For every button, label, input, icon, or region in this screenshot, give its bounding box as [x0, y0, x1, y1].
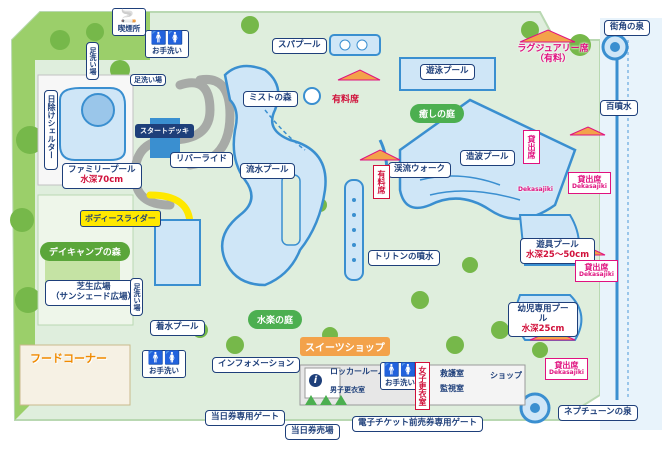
rental-seat-1-label: 貸出席: [523, 130, 540, 164]
rental-seat-4-name: 貸出席: [554, 361, 579, 370]
hundred-fountain-label: 百噴水: [600, 100, 638, 116]
ticket-office-label: 当日券売場: [285, 424, 340, 440]
luxury-seat-label: ラグジュアリー席 （有料）: [508, 44, 598, 65]
water-garden-label: 水楽の庭: [248, 310, 303, 329]
locker-room-label: ロッカールーム: [330, 367, 386, 376]
paid-seat-2-label: 有料席: [373, 165, 390, 199]
river-ride-label: リバーライド: [170, 152, 234, 168]
paid-seat-1-label: 有料席: [332, 95, 360, 105]
wave-pool-label: 造波プール: [460, 150, 515, 166]
splash-pool-label: 着水プール: [150, 320, 205, 336]
rental-seat-3-name: 貸出席: [584, 263, 609, 272]
restroom-top: 🚹🚺 お手洗い: [145, 30, 189, 58]
restroom-icon-bottom: 🚹🚺: [147, 351, 181, 366]
mountain-stream-label: 渓流ウォーク: [388, 162, 452, 178]
lawn-plaza-sub: （サンシェード広場）: [51, 291, 137, 302]
restroom-icon-building: 🚹🚺: [383, 363, 417, 378]
kids-pool-name: 幼児専用プール: [517, 304, 569, 324]
kids-pool-depth: 水深25cm: [521, 323, 565, 334]
triton-fountain-label: トリトンの噴水: [368, 250, 440, 266]
rental-seat-4-en: Dekasajiki: [549, 369, 584, 377]
restroom-bottom-label: お手洗い: [149, 366, 179, 375]
foot-wash-2-label: 足洗い場: [130, 74, 166, 87]
rental-seat-3-label: 貸出席 Dekasajiki: [575, 260, 618, 283]
foot-wash-1-label: 足洗い場: [86, 42, 99, 80]
mist-forest-label: ミストの森: [243, 91, 298, 107]
body-slider-label: ボディースライダー: [80, 210, 161, 227]
luxury-seat-sub: （有料）: [534, 54, 571, 65]
toy-pool-depth: 水深25～50cm: [526, 249, 590, 260]
rental-seat-2-label: 貸出席 Dekasajiki: [568, 172, 611, 195]
rental-seat-4-label: 貸出席 Dekasajiki: [545, 358, 588, 381]
rental-seat-1-en: Dekasajiki: [518, 186, 553, 193]
lap-pool-label: 遊泳プール: [420, 64, 475, 80]
rental-seat-3-en: Dekasajiki: [579, 271, 614, 279]
shop-label: ショップ: [490, 371, 522, 380]
sweets-shop-label: スイーツショップ: [300, 337, 390, 356]
toy-pool-label: 遊具プール 水深25～50cm: [520, 238, 596, 264]
info-icon: i: [309, 374, 322, 387]
smoking-area: 🚬 喫煙所: [112, 8, 146, 36]
food-corner-label: フードコーナー: [30, 352, 107, 365]
neptune-fountain-label: ネプチューンの泉: [558, 405, 638, 421]
lazy-river-label: 流水プール: [240, 163, 295, 179]
toy-pool-name: 遊具プール: [536, 240, 579, 250]
family-pool-label: ファミリープール 水深70cm: [62, 163, 142, 189]
womens-changing-label: 女子更衣室: [415, 362, 430, 410]
lawn-plaza-label: 芝生広場 （サンシェード広場）: [45, 280, 143, 306]
smoking-label: 喫煙所: [117, 24, 141, 33]
family-pool-depth: 水深70cm: [80, 174, 124, 185]
lawn-plaza-name: 芝生広場: [76, 282, 111, 292]
restroom-icon-top: 🚹🚺: [150, 31, 184, 46]
day-camp-forest-label: デイキャンプの森: [40, 242, 130, 261]
restroom-bottom: 🚹🚺 お手洗い: [142, 350, 186, 378]
restroom-building: 🚹🚺 お手洗い: [380, 362, 420, 390]
sunshade-shelter-label: 日除けシェルター: [44, 90, 58, 170]
kids-pool-label: 幼児専用プール 水深25cm: [508, 302, 578, 338]
restroom-building-label: お手洗い: [385, 378, 415, 387]
information-label: インフォメーション: [212, 357, 301, 373]
monitor-room-label: 監視室: [440, 384, 464, 393]
first-aid-label: 救護室: [440, 369, 464, 378]
same-day-gate-label: 当日券専用ゲート: [205, 410, 286, 426]
spa-pool-label: スパプール: [272, 38, 327, 54]
foot-wash-3-label: 足洗い場: [130, 278, 143, 316]
mens-changing-label: 男子更衣室: [330, 386, 365, 394]
healing-garden-label: 癒しの庭: [410, 104, 465, 123]
family-pool-name: ファミリープール: [68, 165, 136, 175]
e-ticket-gate-label: 電子チケット前売券専用ゲート: [352, 416, 484, 432]
restroom-top-label: お手洗い: [152, 46, 182, 55]
luxury-seat-name: ラグジュアリー席: [517, 44, 589, 54]
street-fountain-label: 街角の泉: [604, 20, 651, 36]
rental-seat-2-en: Dekasajiki: [572, 183, 607, 191]
smoking-icon: 🚬: [120, 9, 138, 24]
start-deck-label: スタートデッキ: [135, 124, 194, 138]
rental-seat-2-name: 貸出席: [577, 175, 602, 184]
